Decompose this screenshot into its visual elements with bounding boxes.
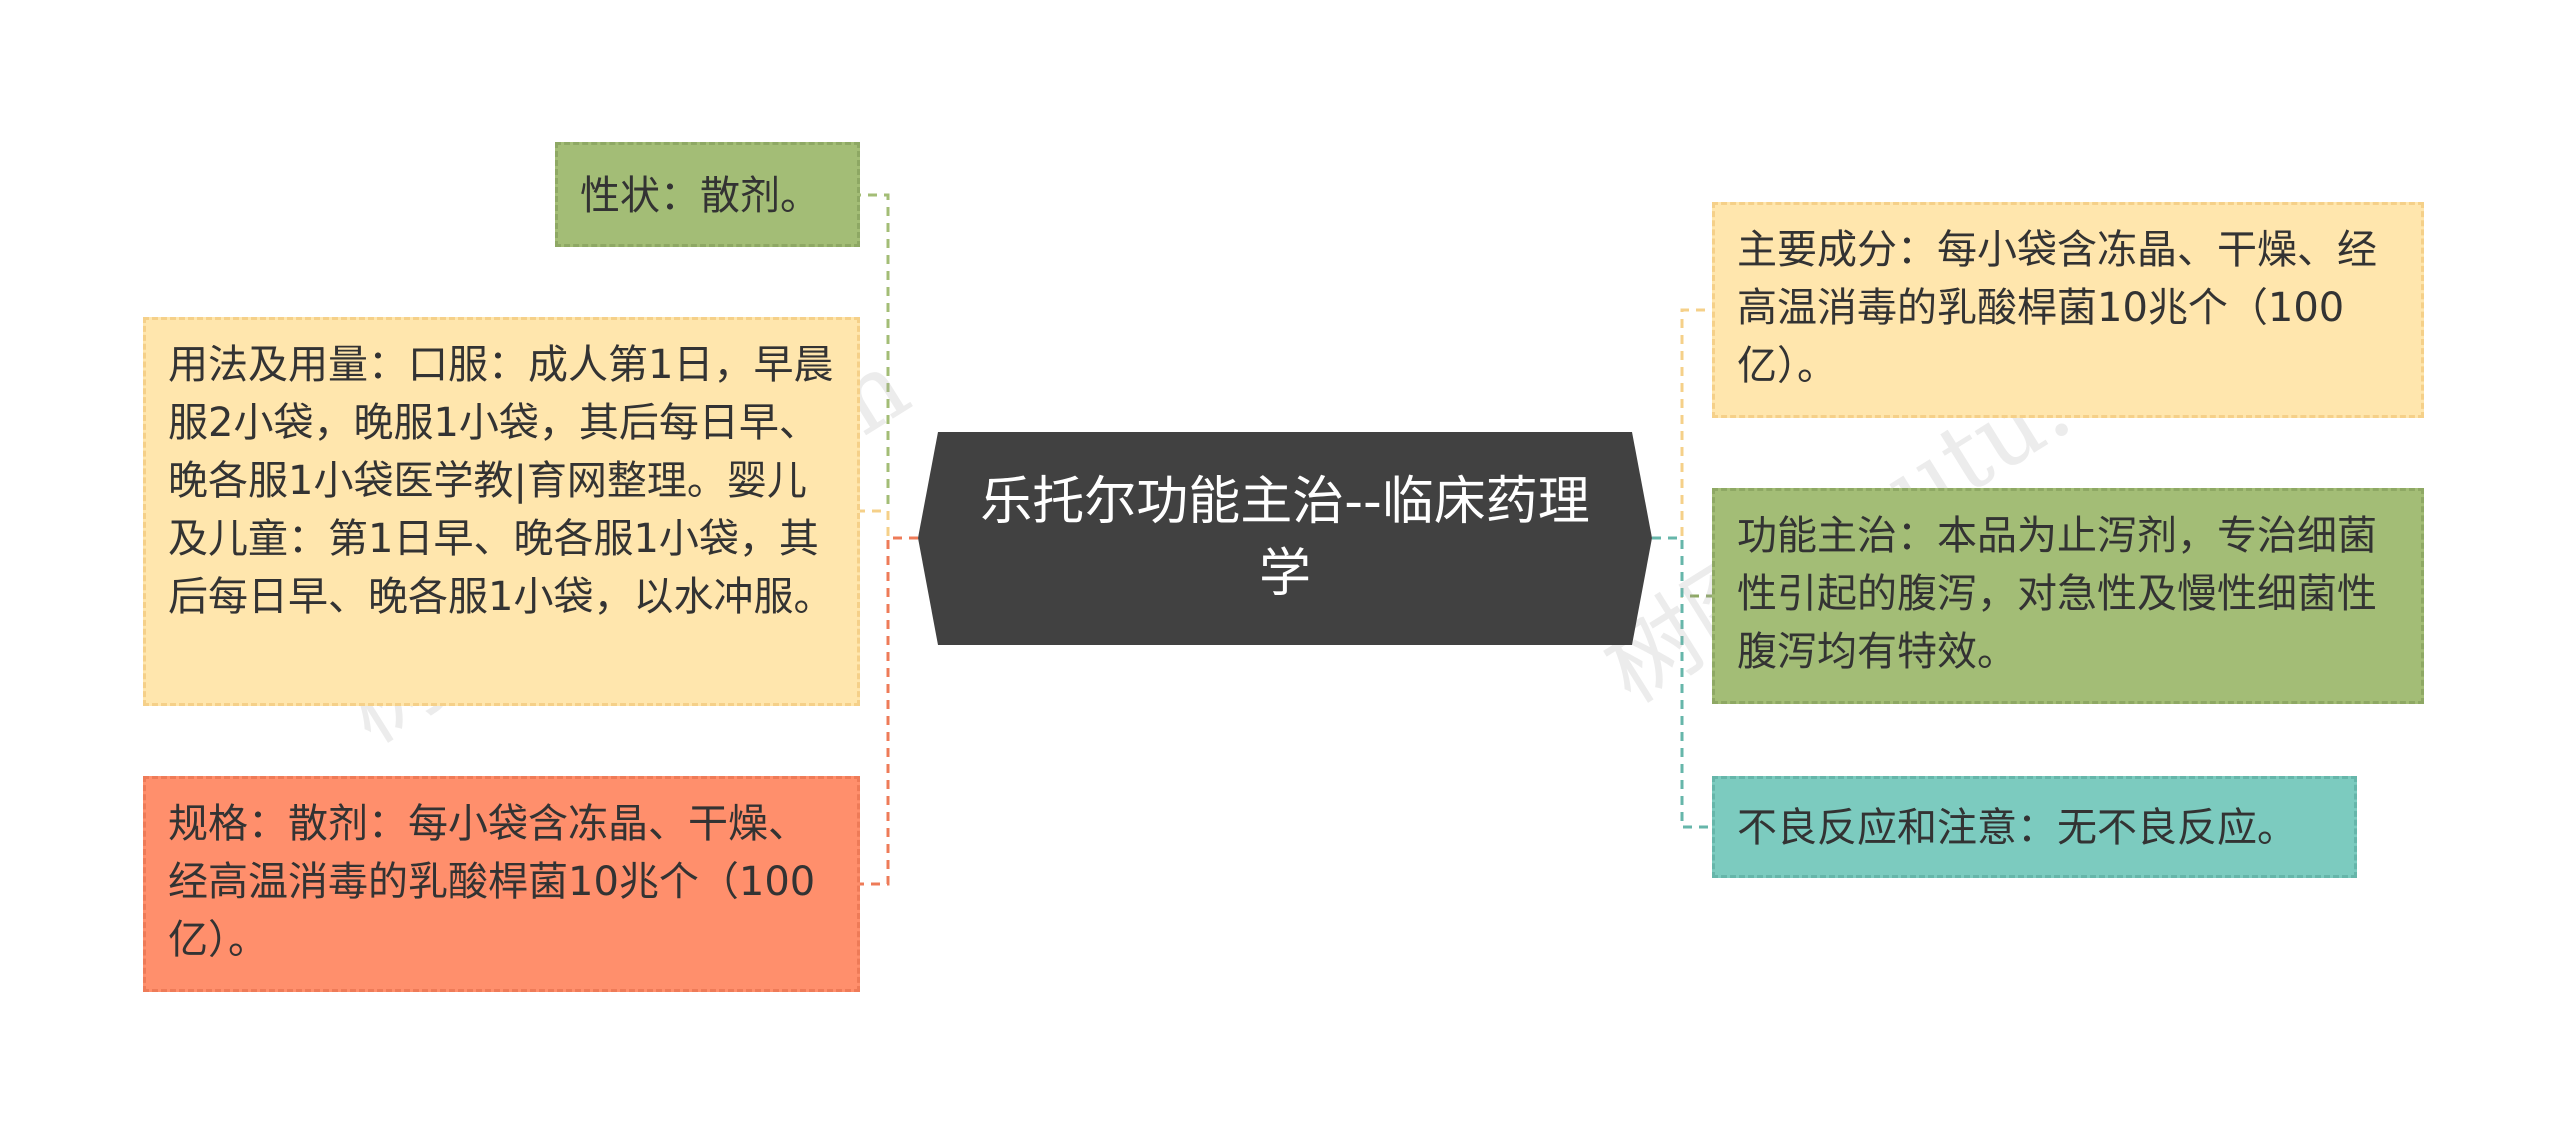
- node-guige[interactable]: 规格：散剂：每小袋含冻晶、干燥、经高温消毒的乳酸桿菌10兆个（100亿）。: [143, 776, 860, 992]
- connector-guige: [860, 536, 918, 886]
- node-xingzhuang[interactable]: 性状：散剂。: [555, 142, 860, 247]
- node-zhuyao-chengfen[interactable]: 主要成分：每小袋含冻晶、干燥、经高温消毒的乳酸桿菌10兆个（100亿）。: [1712, 202, 2424, 418]
- node-guige-text: 规格：散剂：每小袋含冻晶、干燥、经高温消毒的乳酸桿菌10兆个（100亿）。: [168, 801, 816, 963]
- connector-xingzhuang: [860, 193, 918, 540]
- node-yongfa-yongliang[interactable]: 用法及用量：口服：成人第1日，早晨服2小袋，晚服1小袋，其后每日早、晚各服1小袋…: [143, 317, 860, 706]
- central-topic-shape: [918, 432, 1652, 645]
- central-topic-title: 乐托尔功能主治--临床药理学: [980, 472, 1590, 604]
- node-buliang-text: 不良反应和注意：无不良反应。: [1737, 805, 2297, 851]
- connector-gongneng: [1652, 536, 1712, 598]
- node-zhuyao-text: 主要成分：每小袋含冻晶、干燥、经高温消毒的乳酸桿菌10兆个（100亿）。: [1737, 227, 2377, 389]
- connector-zhuyao: [1652, 308, 1712, 540]
- node-buliang-fanying[interactable]: 不良反应和注意：无不良反应。: [1712, 776, 2357, 878]
- node-yongfa-text: 用法及用量：口服：成人第1日，早晨服2小袋，晚服1小袋，其后每日早、晚各服1小袋…: [168, 342, 834, 620]
- node-gongneng-zhuzhi[interactable]: 功能主治：本品为止泻剂，专治细菌性引起的腹泻，对急性及慢性细菌性腹泻均有特效。: [1712, 488, 2424, 704]
- node-xingzhuang-text: 性状：散剂。: [580, 173, 820, 219]
- node-gongneng-text: 功能主治：本品为止泻剂，专治细菌性引起的腹泻，对急性及慢性细菌性腹泻均有特效。: [1737, 513, 2377, 675]
- connector-buliang: [1652, 536, 1712, 829]
- connector-yongfa: [860, 509, 918, 540]
- central-topic[interactable]: 乐托尔功能主治--临床药理学: [918, 432, 1652, 645]
